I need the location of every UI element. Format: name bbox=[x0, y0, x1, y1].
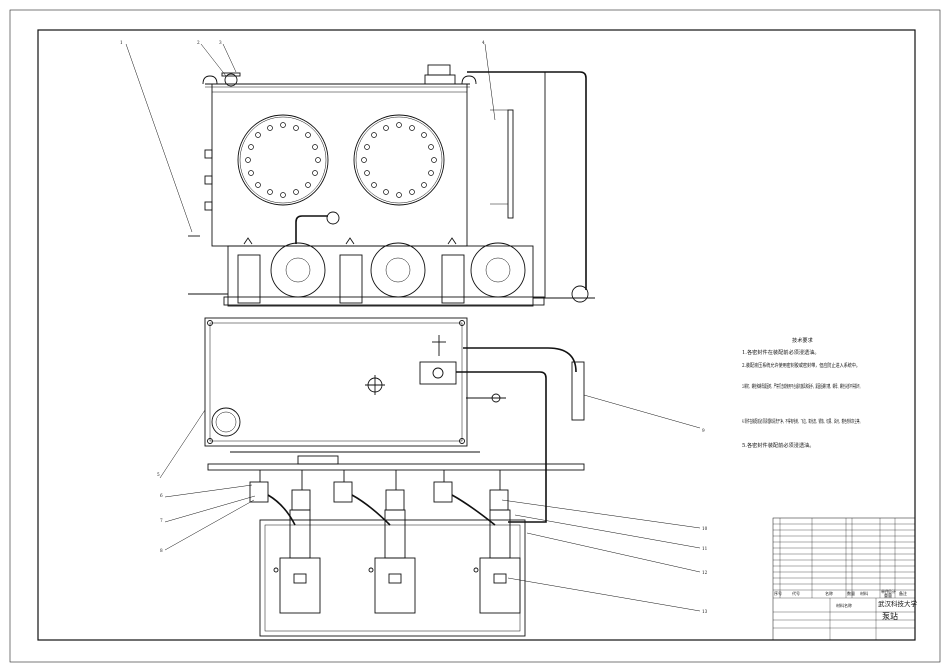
callout-10: 10 bbox=[702, 526, 708, 531]
cleanout-cover-right bbox=[353, 114, 445, 206]
header-material: 材料 bbox=[860, 590, 868, 596]
tech-req-item-2: 2.装配液压系统允许使用密封胶或密封带，但应防止进入系统中。 bbox=[742, 361, 860, 369]
motor-frame bbox=[259, 509, 526, 637]
callout-9: 9 bbox=[702, 428, 705, 433]
header-seq: 序号 bbox=[774, 590, 782, 596]
drawing-name: 泵站 bbox=[882, 611, 898, 621]
header-weight: 重量 bbox=[884, 592, 892, 598]
callout-13: 13 bbox=[702, 609, 708, 614]
callout-2: 2 bbox=[197, 40, 200, 45]
header-total-weight: 总计 bbox=[888, 588, 896, 594]
header-code: 代号 bbox=[792, 590, 800, 596]
callout-11: 11 bbox=[702, 546, 708, 551]
header-unit-weight: 单件 bbox=[881, 588, 889, 594]
callout-7: 7 bbox=[160, 518, 163, 523]
top-view bbox=[204, 317, 585, 471]
inner-border bbox=[37, 29, 916, 641]
pump-valve-row bbox=[249, 464, 547, 526]
callout-12: 12 bbox=[702, 570, 708, 575]
header-qty: 数量 bbox=[847, 590, 855, 596]
callout-6: 6 bbox=[160, 493, 163, 498]
motor-row-front bbox=[227, 237, 534, 307]
outer-border bbox=[9, 9, 941, 663]
cleanout-cover-left bbox=[237, 114, 329, 206]
callout-3: 3 bbox=[219, 40, 222, 45]
front-view bbox=[188, 64, 595, 307]
callout-8: 8 bbox=[160, 548, 163, 553]
unit-name: 武汉科技大学 bbox=[878, 599, 918, 608]
tech-req-item-1: 1.各密封件在装配前必须浸透油。 bbox=[742, 348, 820, 356]
tech-requirements: 技术要求 1.各密封件在装配前必须浸透油。 2.装配液压系统允许使用密封胶或密封… bbox=[742, 336, 862, 449]
tech-requirements-title: 技术要求 bbox=[792, 336, 814, 344]
callout-labels: 1 2 3 4 5 6 7 8 9 10 11 12 13 bbox=[120, 40, 708, 614]
header-name: 名称 bbox=[825, 590, 833, 596]
callout-1: 1 bbox=[120, 40, 123, 45]
tech-req-item-5: 5.各密封件装配前必须浸透油。 bbox=[742, 441, 814, 449]
title-block: 序号 代号 名称 数量 材料 单件 总计 重量 备注 材料名称 武汉科技大学 泵… bbox=[772, 517, 918, 641]
header-remark: 备注 bbox=[899, 590, 907, 596]
leader-lines bbox=[125, 43, 701, 612]
tech-req-item-4: 4.零件在装配前必须清理和清洗干净，不得有毛刺、飞边、氧化皮、锈蚀、切屑、油污、… bbox=[742, 417, 862, 425]
callout-5: 5 bbox=[157, 472, 160, 477]
tech-req-item-3: 3.螺钉、螺栓和螺母紧固时，严禁打击或使用不合适的旋具和扳手。紧固后螺钉槽、螺母… bbox=[742, 382, 862, 390]
material-mark: 材料名称 bbox=[836, 602, 852, 608]
callout-4: 4 bbox=[482, 40, 485, 45]
